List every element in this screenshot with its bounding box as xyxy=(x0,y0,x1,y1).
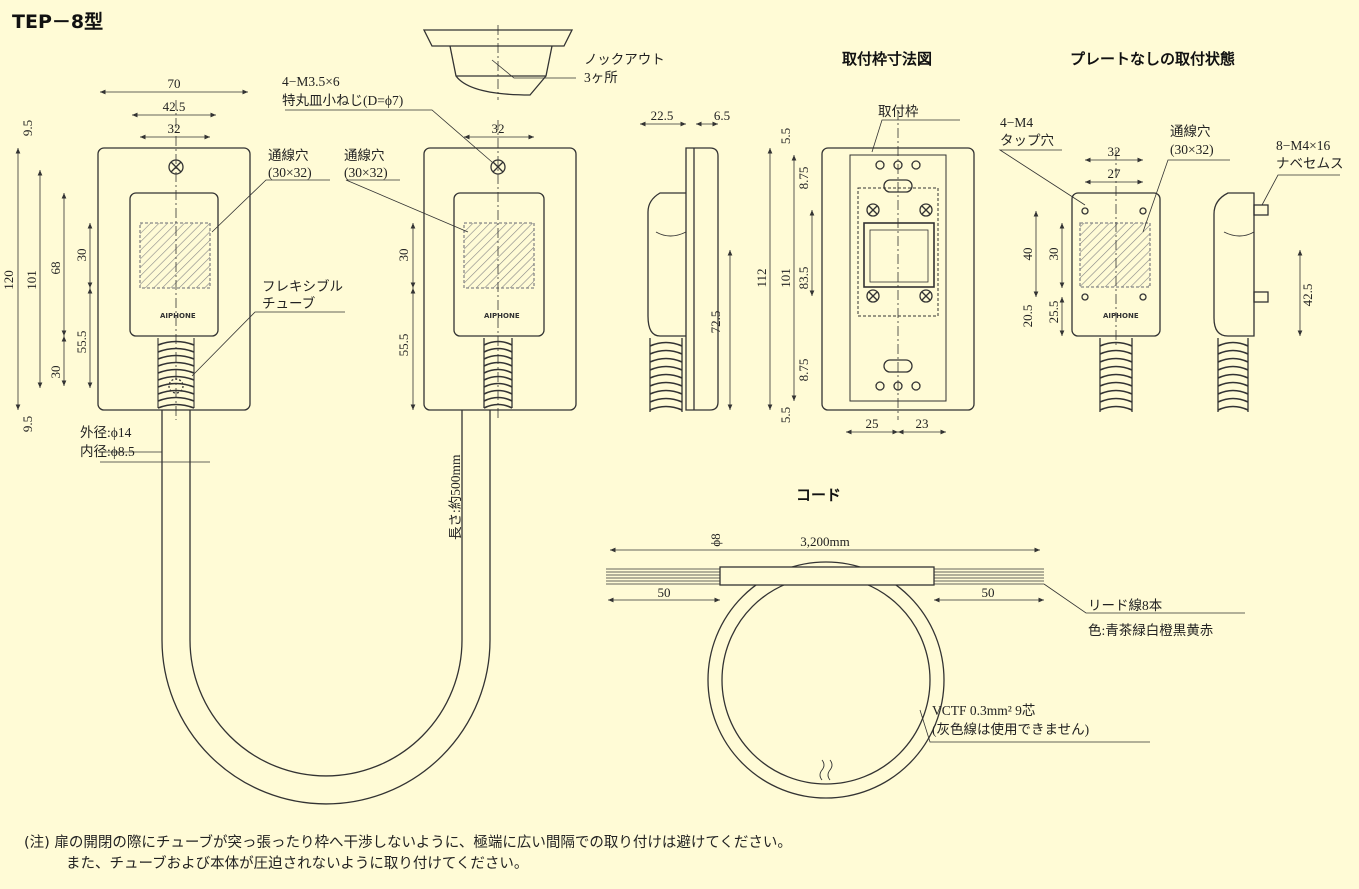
front-view-1: AIPHONE xyxy=(97,100,251,420)
front-view-2: AIPHONE xyxy=(423,120,577,420)
logo-2: AIPHONE xyxy=(484,312,520,320)
dim-front2-30: 30 xyxy=(396,249,411,262)
hole-size-1: (30×32) xyxy=(268,165,312,180)
dim-front-30: 30 xyxy=(74,249,89,262)
dim-cord-total: 3,200mm xyxy=(800,534,849,549)
dim-side-72-5: 72.5 xyxy=(708,311,723,334)
dim-noplate-side-42-5: 42.5 xyxy=(1300,284,1315,307)
dim-front-9-5-bottom: 9.5 xyxy=(20,416,35,432)
dim-frame-83-5: 83.5 xyxy=(796,267,811,290)
no-plate-side-view xyxy=(1213,192,1269,412)
tube-label-1: フレキシブル xyxy=(262,278,343,294)
noplate-hole-label: 通線穴 xyxy=(1170,124,1211,139)
dim-front-9-5-top: 9.5 xyxy=(20,120,35,136)
dim-front-42-5: 42.5 xyxy=(163,99,186,114)
side-view xyxy=(647,147,719,412)
screw-label-2: 特丸皿小ねじ(D=ϕ7) xyxy=(282,93,403,108)
dim-noplate-25-5: 25.5 xyxy=(1046,301,1061,324)
tube-outer-dia: 外径:ϕ14 xyxy=(80,425,132,440)
dim-frame-25: 25 xyxy=(866,416,879,431)
dim-front-68: 68 xyxy=(48,262,63,275)
dim-cord-end-right: 50 xyxy=(982,585,995,600)
dim-front-32: 32 xyxy=(168,121,181,136)
dim-frame-5-5-top: 5.5 xyxy=(778,128,793,144)
drawing-title: TEP－8型 xyxy=(12,10,103,33)
cord-spec: VCTF 0.3mm² 9芯 xyxy=(932,703,1035,718)
cord-view xyxy=(606,561,1044,799)
dim-front2-55-5: 55.5 xyxy=(396,334,411,357)
knockout-label-1: ノックアウト xyxy=(584,52,665,67)
no-plate-front-view: AIPHONE xyxy=(1071,150,1161,412)
dim-noplate-40: 40 xyxy=(1020,248,1035,261)
hole-label-2: 通線穴 xyxy=(344,148,385,163)
tube-length-label: 長さ:約500mm xyxy=(448,454,463,540)
cord-spec-note: (灰色線は使用できません) xyxy=(932,721,1089,737)
heading-noplate: プレートなしの取付状態 xyxy=(1070,50,1235,68)
dim-side-22-5: 22.5 xyxy=(651,108,674,123)
dim-frame-112: 112 xyxy=(754,268,769,287)
dim-frame-8-75-bottom: 8.75 xyxy=(796,359,811,382)
dim-front2-32: 32 xyxy=(492,121,505,136)
heading-frame: 取付枠寸法図 xyxy=(842,50,932,68)
lead-wire-colors: 色:青茶緑白橙黒黄赤 xyxy=(1088,622,1213,638)
heading-cord: コード xyxy=(796,486,841,504)
dim-front-101: 101 xyxy=(24,270,39,290)
dim-frame-8-75-top: 8.75 xyxy=(796,167,811,190)
screw-label-1: 4−M3.5×6 xyxy=(282,74,340,89)
dimension-lines xyxy=(15,89,1303,603)
frame-label: 取付枠 xyxy=(878,104,919,119)
dim-noplate-20-5: 20.5 xyxy=(1020,305,1035,328)
dim-front-30-low: 30 xyxy=(48,366,63,379)
tube-label-2: チューブ xyxy=(262,295,316,311)
dim-frame-23: 23 xyxy=(916,416,929,431)
tube-inner-dia: 内径:ϕ8.5 xyxy=(80,444,135,459)
logo-3: AIPHONE xyxy=(1103,312,1139,320)
dim-frame-5-5-bottom: 5.5 xyxy=(778,407,793,423)
dim-noplate-32: 32 xyxy=(1108,144,1121,159)
dim-side-6-5: 6.5 xyxy=(714,108,730,123)
hole-label-1: 通線穴 xyxy=(268,148,309,163)
flexible-tube-cable xyxy=(161,410,491,805)
screw-spec-2: ナベセムス xyxy=(1276,156,1344,171)
screw-spec-1: 8−M4×16 xyxy=(1276,138,1330,153)
dim-noplate-27: 27 xyxy=(1108,166,1122,181)
logo-1: AIPHONE xyxy=(160,312,196,320)
note-line-2: また、チューブおよび本体が圧迫されないように取り付けてください。 xyxy=(66,856,529,872)
tap-label-2: タップ穴 xyxy=(1000,133,1054,148)
note-line-1: (注) 扉の開閉の際にチューブが突っ張ったり枠へ干渉しないように、極端に広い間隔… xyxy=(24,835,792,851)
dim-frame-101: 101 xyxy=(778,268,793,288)
dim-front-120: 120 xyxy=(1,270,16,290)
dim-noplate-30: 30 xyxy=(1046,248,1061,261)
knockout-view xyxy=(422,25,574,100)
mounting-frame-view xyxy=(821,110,975,420)
dim-cord-end-left: 50 xyxy=(658,585,671,600)
dim-front-70: 70 xyxy=(168,76,181,91)
leader-lines xyxy=(100,59,1340,743)
noplate-hole-size: (30×32) xyxy=(1170,142,1214,157)
dim-cord-dia: ϕ8 xyxy=(708,533,723,546)
knockout-label-2: 3ヶ所 xyxy=(584,70,618,85)
tap-label-1: 4−M4 xyxy=(1000,115,1033,130)
hole-size-2: (30×32) xyxy=(344,165,388,180)
dim-front-55-5: 55.5 xyxy=(74,331,89,354)
lead-wire-label: リード線8本 xyxy=(1088,598,1163,613)
